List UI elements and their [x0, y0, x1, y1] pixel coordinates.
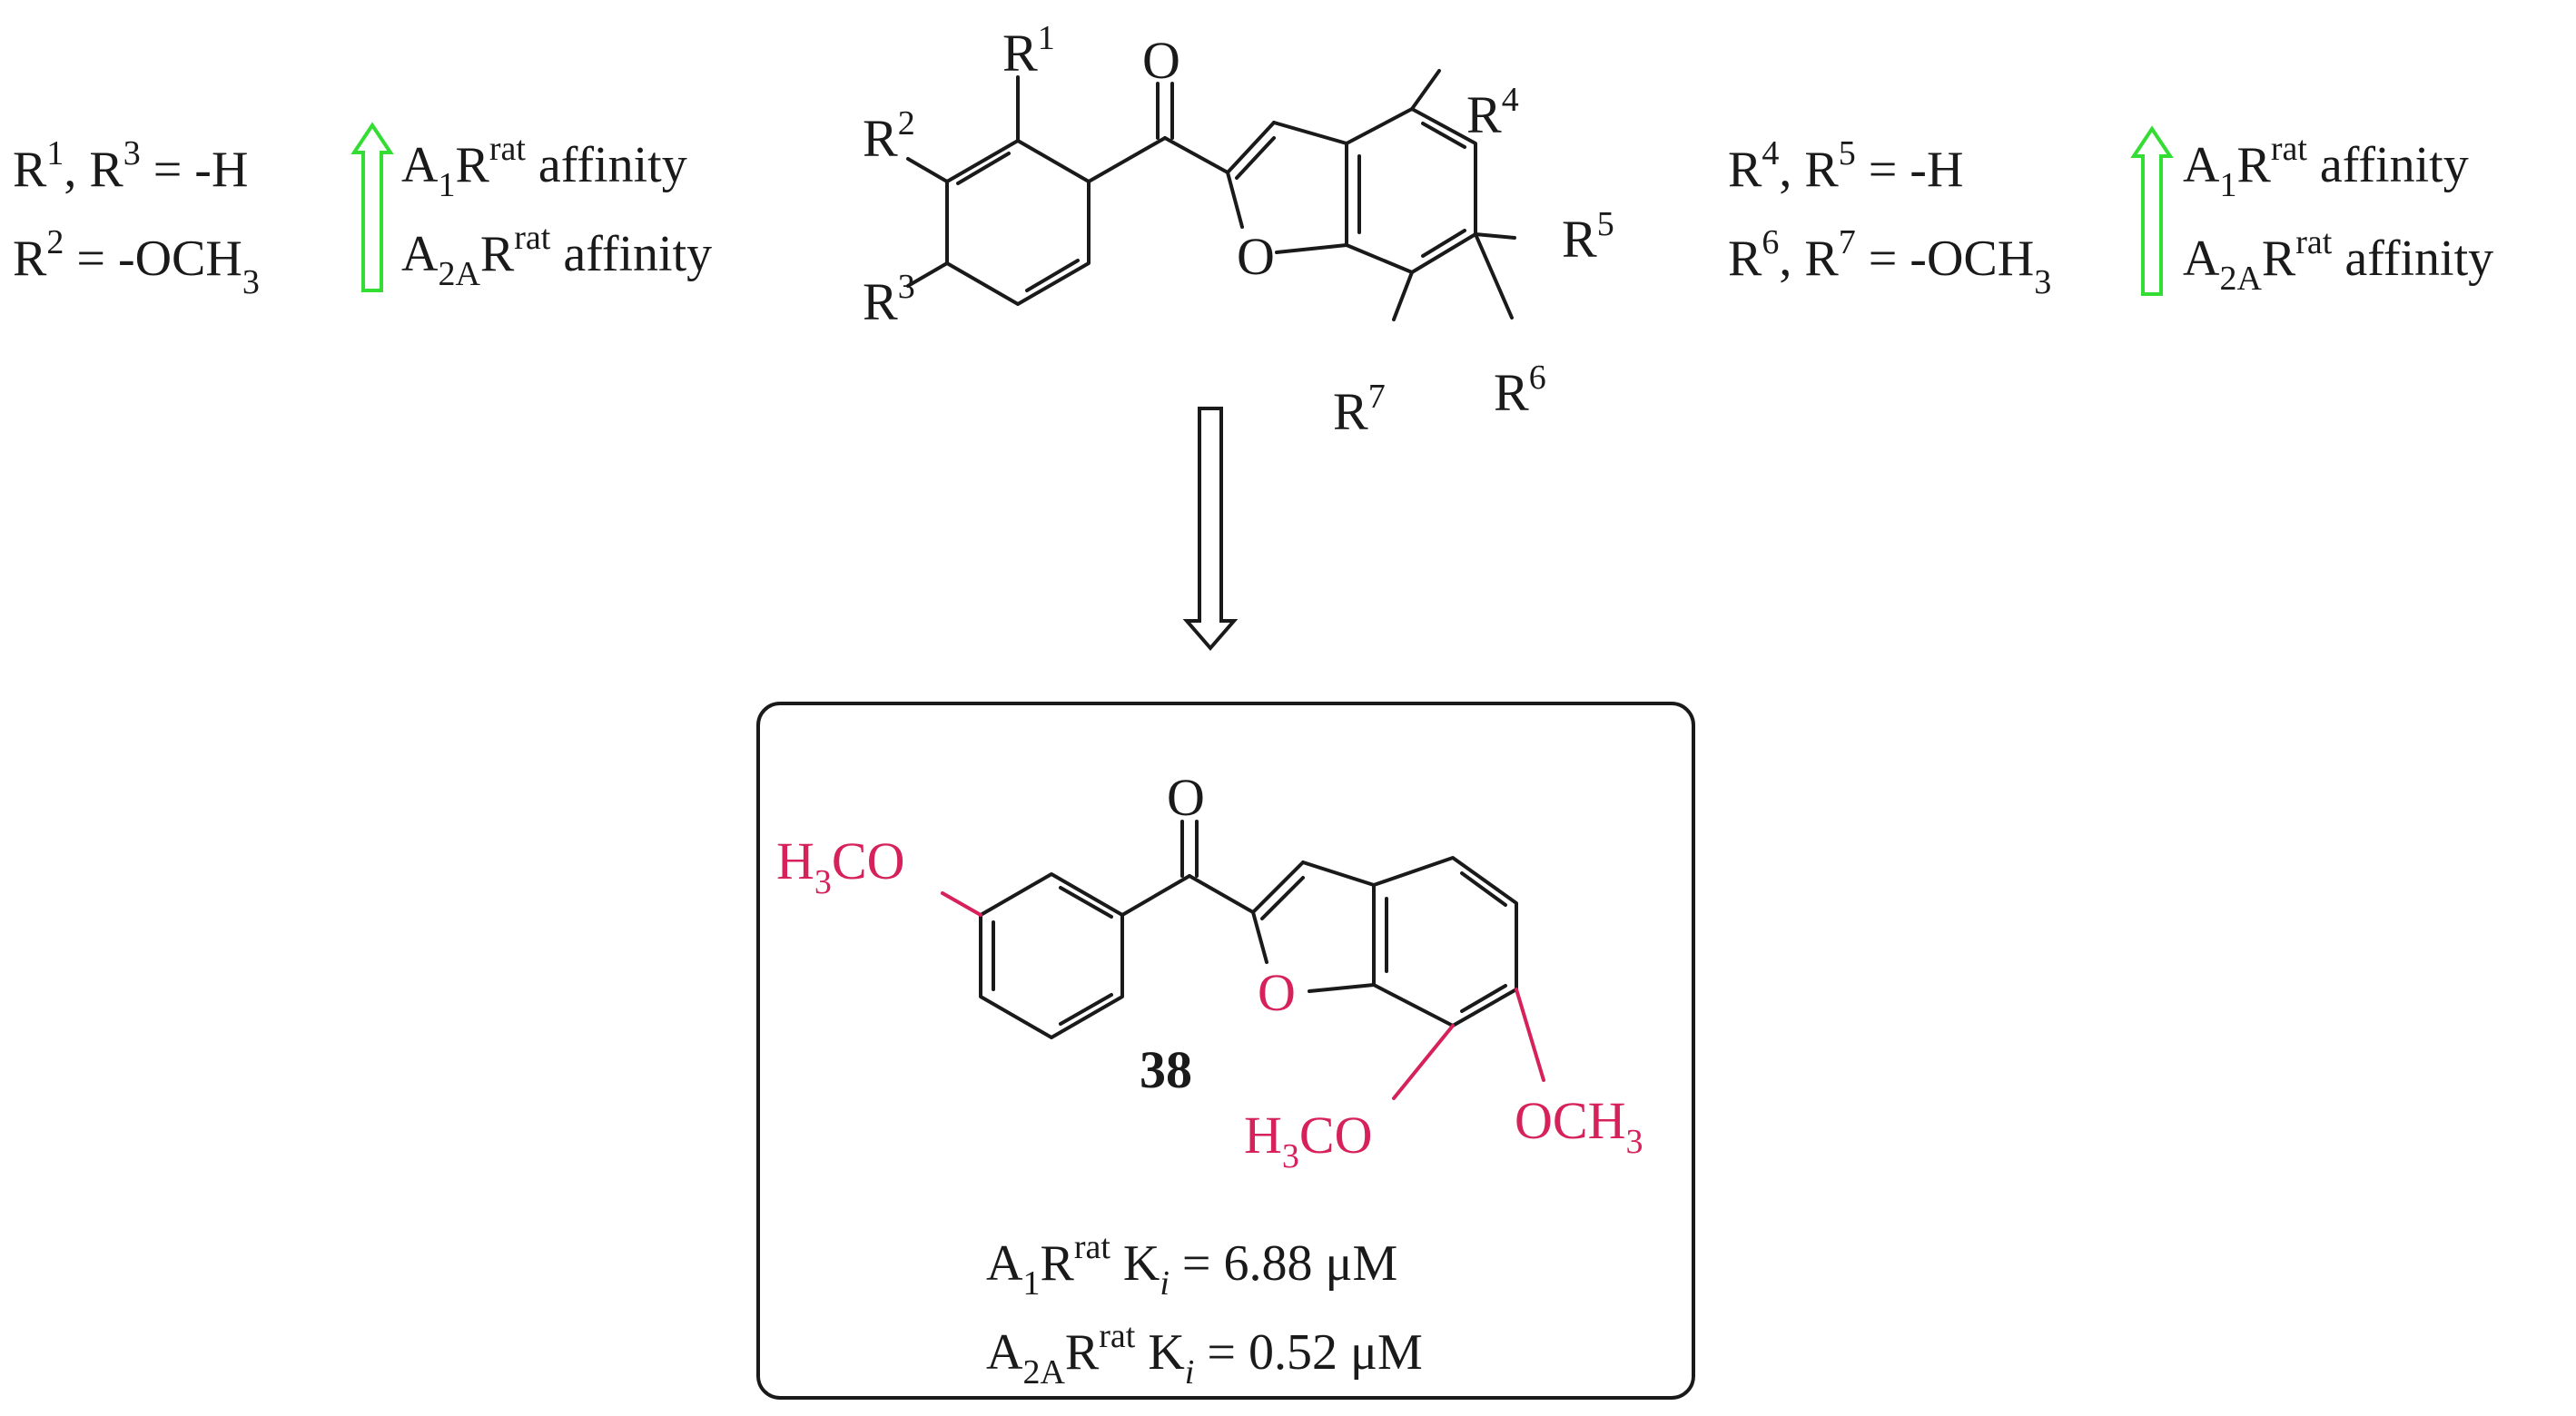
bond	[1275, 243, 1348, 254]
left-rule-line1: R1, R3 = -H	[13, 134, 248, 198]
left-rules: R1, R3 = -H R2 = -OCH3 A1Rrat affinity A…	[13, 122, 712, 301]
bond	[1421, 122, 1466, 149]
bond	[1188, 874, 1255, 914]
right-rule-line1: R4, R5 = -H	[1728, 134, 1963, 198]
compound-furan-oxygen: O	[1258, 963, 1296, 1022]
bond	[1059, 993, 1113, 1026]
bond	[1251, 860, 1305, 914]
left-effect1: A1Rrat affinity	[401, 130, 687, 204]
compound-38-panel: O O H3CO H3CO OCH3 38 A1Rrat Ki = 6.88 μ…	[756, 702, 1695, 1400]
scaffold-r3-label: R3	[863, 268, 915, 331]
bond	[1087, 136, 1167, 183]
up-arrow-icon	[2130, 125, 2174, 296]
bond	[1460, 984, 1507, 1013]
bond	[906, 157, 949, 183]
right-effect2: A2ARrat affinity	[2183, 223, 2493, 298]
left-effect2: A2ARrat affinity	[401, 219, 712, 293]
bond	[1392, 1024, 1455, 1100]
bond	[1235, 136, 1276, 180]
bond	[1421, 229, 1466, 258]
bond	[1474, 232, 1516, 240]
bond	[1260, 876, 1305, 920]
bond	[1226, 121, 1276, 174]
right-effect1: A1Rrat affinity	[2183, 130, 2469, 204]
bond	[1251, 910, 1268, 964]
scaffold-r7-label: R7	[1333, 378, 1386, 441]
bond	[1474, 232, 1514, 320]
left-rule-line2: R2 = -OCH3	[13, 223, 260, 301]
scaffold-r4-label: R4	[1466, 81, 1519, 144]
compound-number: 38	[1140, 1040, 1192, 1099]
scaffold-structure: O O R1 R2 R3 R4 R5 R6 R7	[863, 19, 1614, 441]
bond	[1120, 874, 1191, 917]
right-rule-line2: R6, R7 = -OCH3	[1728, 223, 2051, 301]
bond	[1272, 121, 1348, 145]
bond	[1392, 270, 1414, 321]
right-rules: R4, R5 = -H R6, R7 = -OCH3 A1Rrat affini…	[1728, 125, 2493, 301]
scaffold-furan-oxygen: O	[1237, 227, 1275, 286]
scaffold-r1-label: R1	[1002, 19, 1055, 83]
bond	[941, 891, 982, 917]
bond	[1059, 886, 1113, 919]
bond	[1460, 871, 1507, 907]
compound-box	[756, 702, 1695, 1400]
up-arrow-icon	[350, 122, 394, 292]
bond	[956, 152, 1011, 185]
compound-carbonyl-oxygen: O	[1167, 768, 1205, 827]
compound-left-methoxy: H3CO	[776, 831, 904, 901]
bond	[1308, 983, 1376, 993]
bond	[1226, 171, 1244, 229]
compound-right-methoxy: OCH3	[1515, 1091, 1643, 1161]
scaffold-r6-label: R6	[1494, 359, 1546, 422]
down-arrow-icon	[1182, 407, 1239, 652]
scaffold-carbonyl-oxygen: O	[1142, 31, 1180, 90]
bond	[1301, 860, 1376, 887]
bond	[1163, 136, 1229, 174]
bond	[1410, 69, 1441, 111]
scaffold-r5-label: R5	[1562, 205, 1614, 269]
bond	[1025, 259, 1080, 292]
bond	[1515, 988, 1545, 1082]
scaffold-r2-label: R2	[863, 104, 915, 168]
ki-a1-value: A1Rrat Ki = 6.88 μM	[986, 1228, 1397, 1303]
scaffold-benzo-ring	[1345, 107, 1477, 274]
bond	[906, 261, 949, 288]
ki-a2a-value: A2ARrat Ki = 0.52 μM	[986, 1317, 1423, 1391]
scaffold-phenyl-ring	[945, 139, 1091, 306]
compound-bottom-methoxy: H3CO	[1244, 1106, 1372, 1175]
